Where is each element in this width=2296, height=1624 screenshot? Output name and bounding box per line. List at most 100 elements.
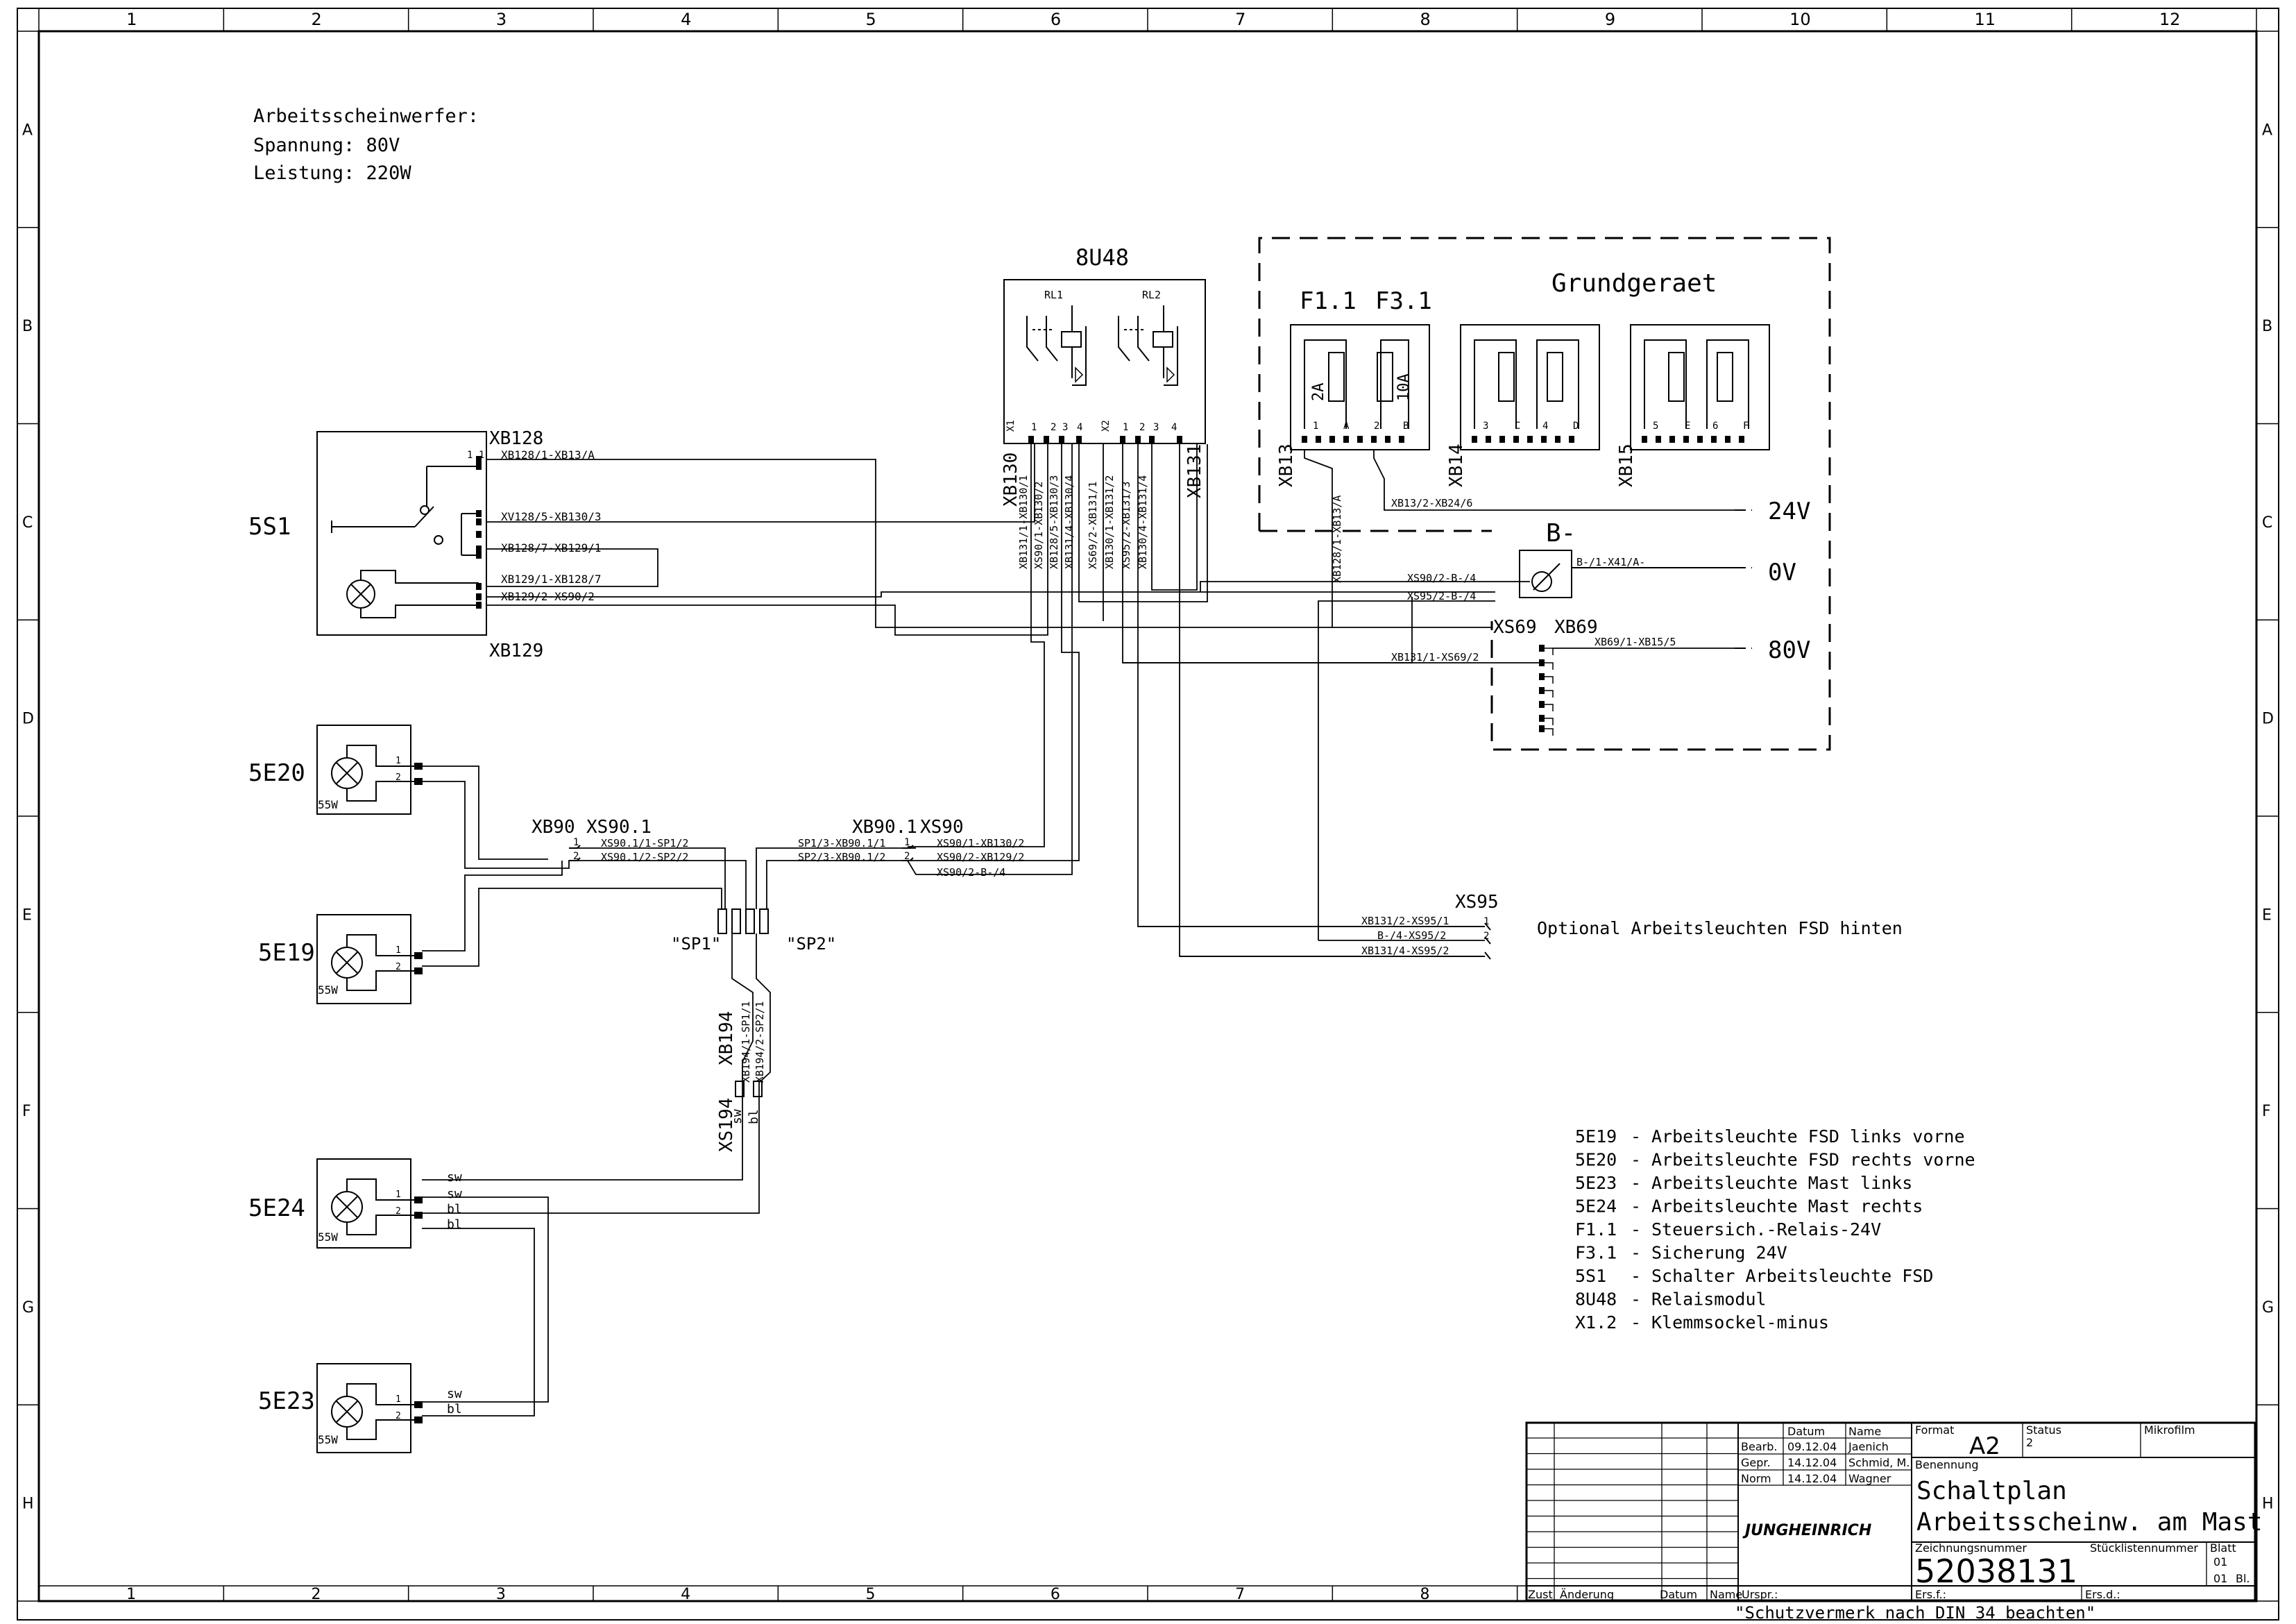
splices bbox=[717, 908, 769, 934]
switch-5s1: 5S1 XB128 XB129 1 1 bbox=[248, 428, 543, 661]
label: XB194/2-SP2/1 bbox=[754, 1001, 766, 1083]
pin bbox=[476, 552, 482, 559]
pin bbox=[1527, 436, 1533, 443]
label-bminus: B- bbox=[1546, 519, 1576, 548]
svg-text:1: 1 bbox=[1123, 422, 1128, 433]
svg-text:F: F bbox=[1743, 421, 1749, 432]
label: Bearb. bbox=[1741, 1440, 1777, 1453]
label: sw bbox=[447, 1187, 462, 1201]
pin-11: 1 1 bbox=[467, 450, 484, 461]
frame-row-label: E bbox=[2262, 906, 2272, 924]
label-rl1: RL1 bbox=[1044, 289, 1063, 301]
wire-label: XB128/7-XB129/1 bbox=[501, 541, 602, 555]
label: Schmid, M. bbox=[1848, 1456, 1910, 1469]
legend-code: 5E20 bbox=[1575, 1150, 1617, 1170]
conn-xs69: XS69 bbox=[1493, 617, 1537, 638]
conn-xb129: XB129 bbox=[489, 641, 543, 661]
label: XS90.1/1-SP1/2 bbox=[601, 837, 688, 849]
svg-text:1: 1 bbox=[396, 1394, 401, 1405]
label: 55W bbox=[318, 1230, 338, 1244]
frame-col-label: 9 bbox=[1605, 10, 1615, 29]
label: 01 bbox=[2213, 1555, 2227, 1568]
frame-row-label: H bbox=[2262, 1496, 2274, 1513]
svg-text:2: 2 bbox=[904, 851, 910, 862]
conn-xs901: XS90.1 bbox=[586, 817, 652, 838]
label-grundgeraet: Grundgeraet bbox=[1551, 269, 1717, 298]
company-logo: JUNGHEINRICH bbox=[1742, 1522, 1871, 1539]
label: XS95/2-B-/4 bbox=[1407, 590, 1476, 602]
label-rl2: RL2 bbox=[1142, 289, 1161, 301]
pin bbox=[1399, 436, 1404, 443]
svg-text:4: 4 bbox=[1077, 422, 1082, 433]
label: 09.12.04 bbox=[1787, 1440, 1837, 1453]
title-block bbox=[1525, 1421, 2256, 1602]
label: 01 bbox=[2213, 1572, 2227, 1585]
relay-wires bbox=[908, 444, 1485, 957]
label: XB131/2-XS95/1 bbox=[1361, 915, 1449, 927]
svg-text:2: 2 bbox=[1374, 421, 1379, 432]
frame-row-label: A bbox=[22, 121, 33, 139]
label: Mikrofilm bbox=[2144, 1423, 2195, 1437]
wires-5s1 bbox=[486, 444, 1495, 636]
frame-col-label: 12 bbox=[2159, 10, 2181, 29]
frame-col-label: 7 bbox=[1235, 10, 1245, 29]
svg-text:2: 2 bbox=[396, 1411, 401, 1421]
legend: 5E19-Arbeitsleuchte FSD links vorne5E20-… bbox=[1575, 1126, 1975, 1333]
frame-row-label: D bbox=[22, 711, 34, 728]
svg-text:3: 3 bbox=[1483, 421, 1488, 432]
pin bbox=[476, 531, 482, 538]
wire-label: XV128/5-XB130/3 bbox=[501, 510, 602, 523]
legend-code: F3.1 bbox=[1575, 1243, 1617, 1263]
pin bbox=[476, 510, 482, 517]
label: XS90/2-B-/4 bbox=[937, 866, 1005, 879]
pin bbox=[1028, 436, 1034, 443]
legend-code: 5S1 bbox=[1575, 1266, 1606, 1286]
pin bbox=[1316, 436, 1321, 443]
pin bbox=[1371, 436, 1377, 443]
label-5s1: 5S1 bbox=[248, 513, 291, 541]
title-line-1: Schaltplan bbox=[1916, 1477, 2067, 1505]
protection-note: "Schutzvermerk nach DIN 34 beachten" bbox=[1735, 1603, 2095, 1623]
format-value: A2 bbox=[1969, 1432, 2000, 1460]
conn-xb69: XB69 bbox=[1554, 617, 1598, 638]
label: sw bbox=[730, 1109, 745, 1124]
splice-sp1: "SP1" bbox=[671, 934, 721, 954]
note-line-3: Leistung: 220W bbox=[253, 162, 411, 184]
conn-xb13: XB13 bbox=[1276, 443, 1297, 487]
frame-row-label: F bbox=[22, 1103, 31, 1120]
pin bbox=[1539, 687, 1545, 694]
legend-text: Arbeitsleuchte Mast links bbox=[1651, 1173, 1912, 1193]
label-f11: F1.1 bbox=[1300, 287, 1357, 315]
wire-label: XB129/1-XB128/7 bbox=[501, 573, 602, 586]
connector-xs95: XS95 1 2 bbox=[1138, 600, 1499, 960]
frame-row-label: C bbox=[22, 514, 33, 532]
svg-text:D: D bbox=[1573, 421, 1579, 432]
frame-col-label: 1 bbox=[126, 10, 137, 29]
legend-text: Arbeitsleuchte FSD links vorne bbox=[1651, 1126, 1965, 1147]
svg-text:2: 2 bbox=[573, 851, 579, 862]
label: Benennung bbox=[1915, 1458, 1979, 1471]
legend-text: Arbeitsleuchte FSD rechts vorne bbox=[1651, 1150, 1975, 1170]
frame-col-label: 4 bbox=[681, 1586, 690, 1603]
label: Zeichnungsnummer bbox=[1915, 1541, 2027, 1555]
frame-row-label: F bbox=[2262, 1103, 2271, 1120]
label: bl bbox=[747, 1109, 761, 1124]
terminal-bminus: B- bbox=[1200, 519, 1752, 598]
pin bbox=[1656, 436, 1661, 443]
legend-code: F1.1 bbox=[1575, 1219, 1617, 1240]
xb90-plugs bbox=[569, 845, 914, 861]
frame-row-label: E bbox=[22, 906, 32, 924]
label: XS90/2-B-/4 bbox=[1407, 572, 1476, 584]
label: 2 bbox=[2026, 1436, 2033, 1449]
label: Urspr.: bbox=[1742, 1588, 1778, 1601]
pin bbox=[1669, 436, 1675, 443]
svg-text:4: 4 bbox=[1542, 421, 1548, 432]
label: Wagner bbox=[1848, 1472, 1891, 1485]
label: XS95/2-XB131/3 bbox=[1120, 482, 1132, 569]
frame-row-label: D bbox=[2262, 711, 2274, 728]
pin bbox=[1642, 436, 1647, 443]
legend-code: 5E23 bbox=[1575, 1173, 1617, 1193]
